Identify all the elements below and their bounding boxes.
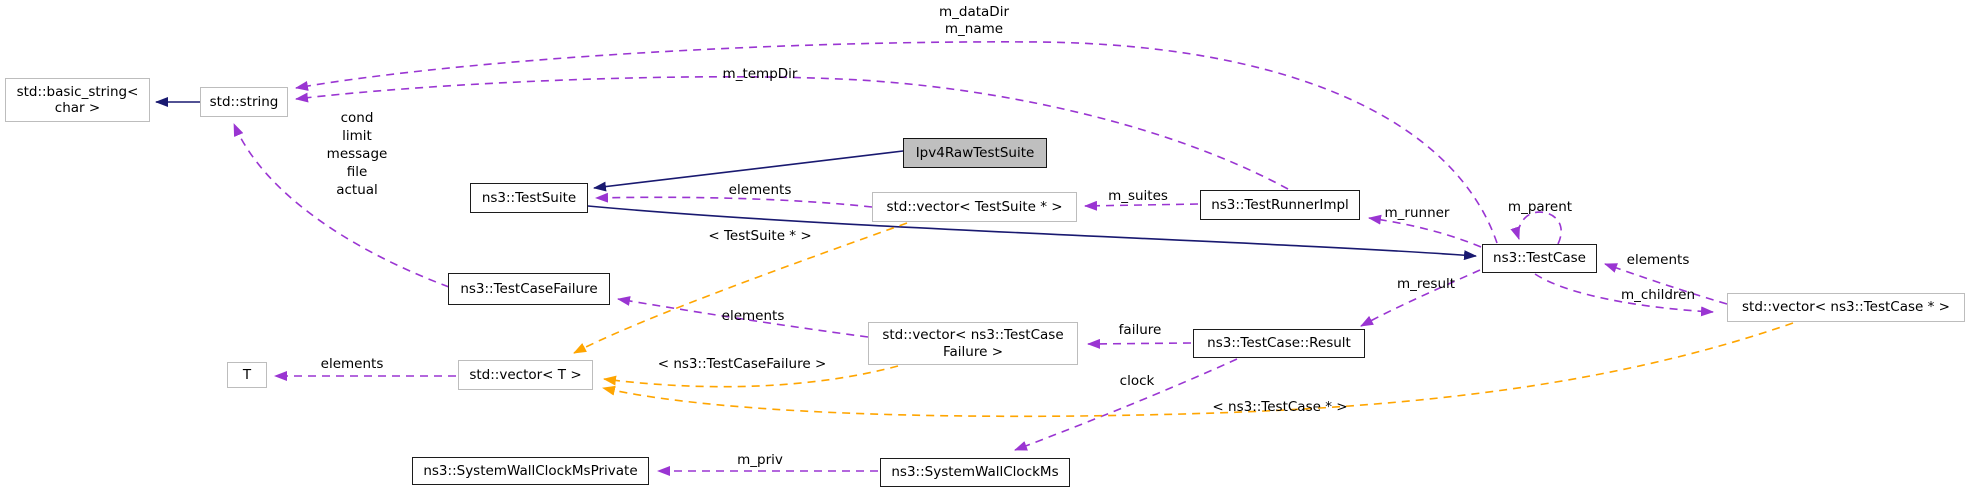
edge-label-m-runner: m_runner [1384, 205, 1450, 221]
edge-label-message: message [326, 146, 388, 162]
edge-inherit-ipv4rawtestsuite-testsuite [593, 150, 904, 192]
edge-m-suites [1084, 200, 1199, 211]
node-ipv4-raw-test-suite: Ipv4RawTestSuite [903, 138, 1047, 168]
edge-label-limit: limit [342, 128, 372, 144]
edge-label-m-result: m_result [1396, 276, 1456, 292]
edge-m-tempdir [295, 75, 1289, 190]
edge-m-runner [1368, 214, 1482, 248]
edge-label-template-testsuite: < TestSuite * > [708, 228, 812, 244]
edge-elements-testcase [1604, 263, 1728, 305]
edge-failure [1087, 338, 1192, 349]
edge-label-m-suites: m_suites [1108, 188, 1168, 204]
edge-label-actual: actual [336, 182, 378, 198]
edge-label-clock: clock [1119, 373, 1155, 389]
node-std-basic-string: std::basic_string< char > [5, 78, 150, 122]
node-std-string: std::string [200, 87, 288, 117]
edge-label-m-children: m_children [1620, 287, 1696, 303]
node-ns3-test-suite[interactable]: ns3::TestSuite [470, 183, 588, 213]
node-ns3-system-wall-clock-ms[interactable]: ns3::SystemWallClockMs [880, 458, 1070, 487]
edge-label-failure: failure [1118, 322, 1162, 338]
edge-clock [1014, 358, 1238, 451]
edge-m-children [1534, 273, 1714, 317]
edge-m-result [1360, 269, 1481, 327]
edge-label-m-name: m_name [944, 21, 1004, 37]
edge-label-m-datadir: m_dataDir [938, 4, 1010, 20]
node-ns3-test-case-failure[interactable]: ns3::TestCaseFailure [448, 273, 610, 305]
node-std-vector-ns3-testcase-ptr: std::vector< ns3::TestCase * > [1727, 293, 1965, 322]
edge-elements-testcasefailure [617, 296, 869, 338]
edge-label-cond: cond [340, 110, 374, 126]
node-std-vector-t: std::vector< T > [458, 360, 593, 390]
edge-template-testcase-ptr [602, 322, 1794, 418]
node-ns3-test-case[interactable]: ns3::TestCase [1482, 244, 1597, 273]
edge-label-m-parent: m_parent [1507, 199, 1573, 215]
edge-label-m-priv: m_priv [737, 452, 783, 468]
edge-label-template-testcasefailure: < ns3::TestCaseFailure > [657, 356, 827, 372]
node-ns3-system-wall-clock-ms-private[interactable]: ns3::SystemWallClockMsPrivate [412, 457, 649, 485]
edge-label-template-testcase: < ns3::TestCase * > [1212, 399, 1348, 415]
node-ns3-test-case-result[interactable]: ns3::TestCase::Result [1193, 329, 1365, 358]
edge-m-parent-self-loop [1510, 211, 1562, 245]
node-std-vector-ns3-testcasefailure: std::vector< ns3::TestCase Failure > [868, 322, 1078, 365]
edge-template-testsuite-ptr [573, 222, 908, 354]
node-std-vector-testsuite-ptr: std::vector< TestSuite * > [872, 192, 1077, 222]
node-ns3-test-runner-impl[interactable]: ns3::TestRunnerImpl [1200, 190, 1360, 220]
node-template-param-t: T [227, 362, 267, 388]
edge-elements-testsuite [595, 192, 873, 208]
edge-label-elements-t: elements [320, 356, 384, 372]
edge-label-file: file [346, 164, 368, 180]
edge-label-elements-testcasefailure: elements [721, 308, 785, 324]
edge-label-elements-testcase: elements [1626, 252, 1690, 268]
edge-m-datadir-m-name [295, 41, 1498, 244]
edge-label-m-tempdir: m_tempDir [722, 66, 798, 82]
edge-testcasefailure-strings [233, 123, 450, 288]
edge-label-elements-testsuite: elements [728, 182, 792, 198]
edge-inherit-testsuite-testcase [587, 205, 1477, 261]
